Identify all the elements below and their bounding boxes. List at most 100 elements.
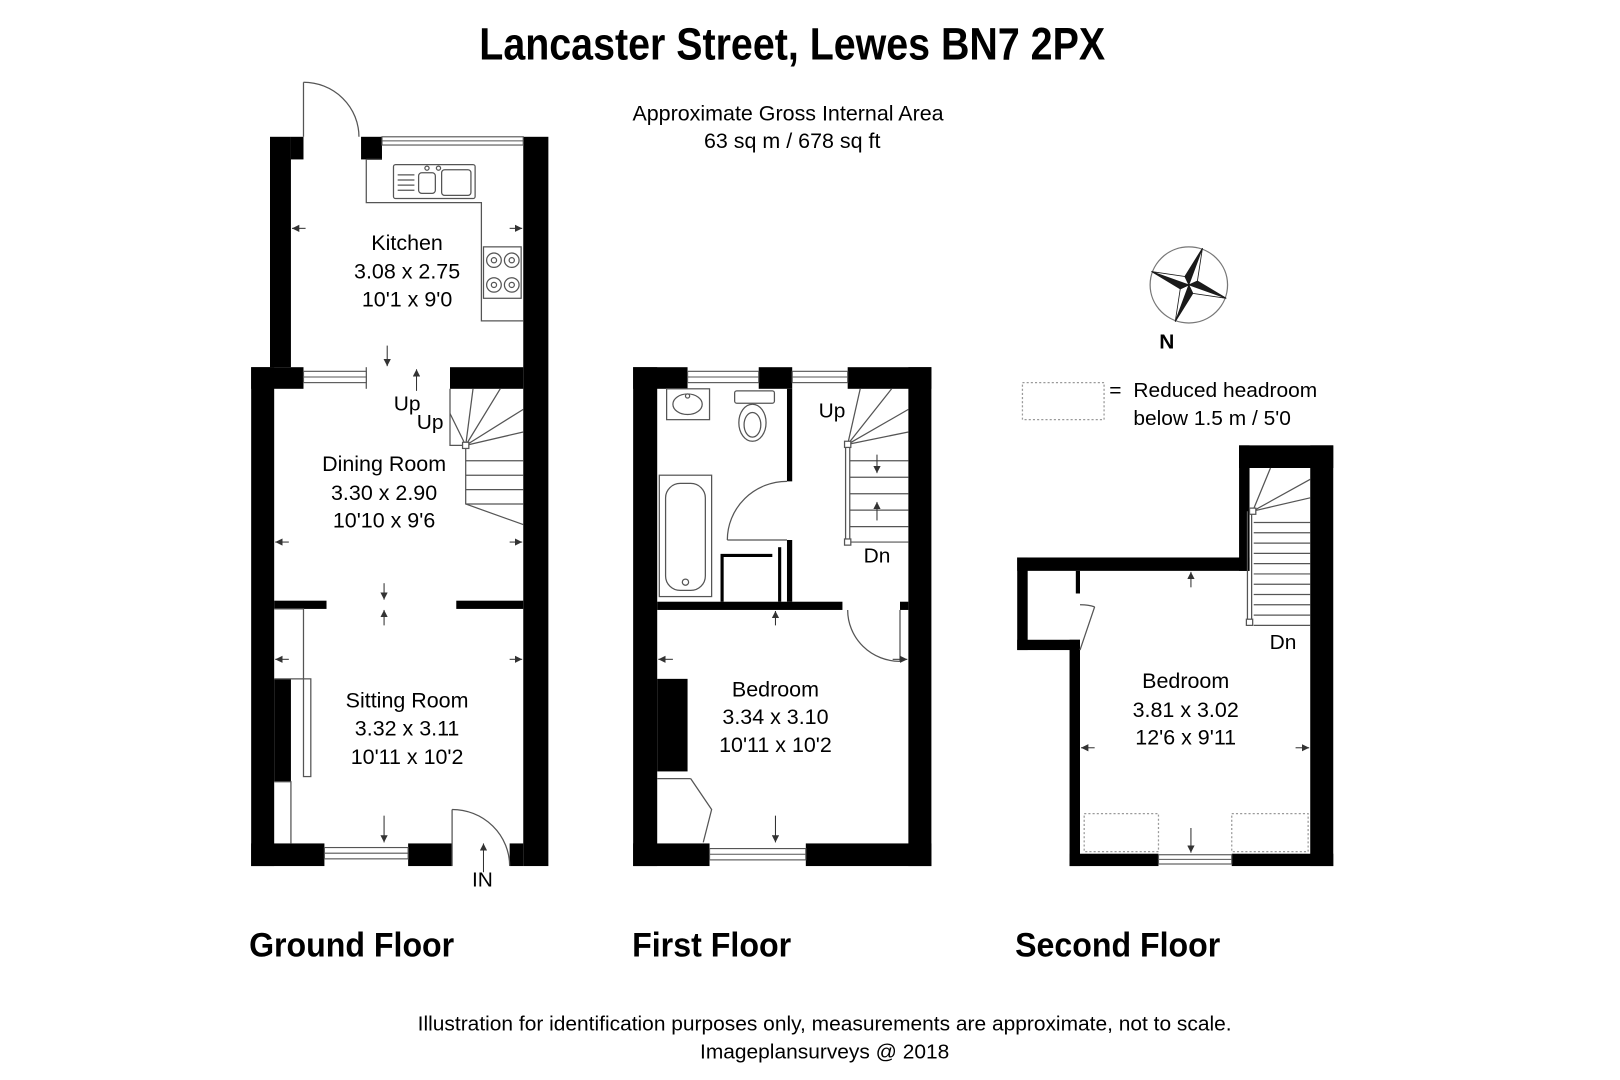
wall <box>251 367 304 389</box>
bath <box>658 474 713 598</box>
dining-room-imperial: 10'10 x 9'6 <box>333 509 435 533</box>
sitting-room-metric: 3.32 x 3.11 <box>355 717 460 741</box>
reduced-headroom-area <box>1083 812 1160 853</box>
kitchen-name: Kitchen <box>371 231 443 255</box>
wall <box>450 367 524 389</box>
stair-label-down: Dn <box>1270 631 1297 654</box>
wall <box>633 367 658 867</box>
dimension-arrows <box>1081 571 1310 853</box>
wall <box>509 843 524 867</box>
wall <box>1231 853 1334 867</box>
wall <box>1075 570 1080 594</box>
sitting-room-name: Sitting Room <box>346 689 469 713</box>
newel-post <box>843 538 852 546</box>
hob <box>482 246 522 299</box>
wall <box>633 843 710 867</box>
wardrobe <box>657 778 713 843</box>
legend-line1: Reduced headroom <box>1133 379 1317 402</box>
wall <box>805 843 932 867</box>
wash-basin <box>666 388 711 421</box>
newel-post <box>1248 507 1257 515</box>
back-door <box>302 81 360 137</box>
wall <box>900 601 909 610</box>
legend: = Reduced headroom below 1.5 m / 5'0 <box>1021 379 1317 430</box>
window <box>686 370 760 384</box>
chimney-breast <box>657 678 688 772</box>
newel-post <box>1245 618 1254 626</box>
newel-post <box>461 441 470 450</box>
sitting-room-alcove <box>274 608 312 844</box>
gross-area-value: 63 sq m / 678 sq ft <box>704 129 881 153</box>
sink <box>392 163 476 200</box>
reduced-headroom-area <box>1231 812 1309 853</box>
gross-area-label: Approximate Gross Internal Area <box>632 102 943 126</box>
kitchen-worktop <box>365 158 524 322</box>
bedroom-imperial: 12'6 x 9'11 <box>1135 726 1236 750</box>
wall <box>1239 445 1250 571</box>
stair-label-up: Up <box>394 393 421 416</box>
kitchen-imperial: 10'1 x 9'0 <box>362 288 452 312</box>
wall <box>456 600 524 609</box>
wall <box>786 388 793 482</box>
wall <box>1069 639 1080 867</box>
dining-room-metric: 3.30 x 2.90 <box>331 481 437 505</box>
sitting-room-imperial: 10'11 x 10'2 <box>351 745 464 769</box>
dimension-arrows <box>658 610 908 843</box>
bedroom-imperial: 10'11 x 10'2 <box>719 733 832 757</box>
airing-cupboard <box>720 547 782 602</box>
wall <box>290 136 304 160</box>
compass-north-label: N <box>1159 331 1174 354</box>
bedroom-metric: 3.81 x 3.02 <box>1133 698 1239 722</box>
window <box>708 848 807 861</box>
chimney-breast <box>274 678 291 782</box>
second-floor-plan: Dn Bedroom 3.81 x 3.02 12'6 x 9'11 Secon… <box>1015 445 1334 965</box>
kitchen-metric: 3.08 x 2.75 <box>354 260 460 284</box>
staircase <box>449 388 524 526</box>
staircase <box>843 388 909 546</box>
toilet <box>734 390 776 442</box>
wall <box>408 843 453 867</box>
wall <box>1017 639 1080 651</box>
ground-floor-label: Ground Floor <box>249 927 454 965</box>
wall <box>251 367 275 867</box>
wall <box>1310 445 1334 867</box>
stair-label-up: Up <box>417 411 444 434</box>
credit: Imageplansurveys @ 2018 <box>700 1041 949 1064</box>
window <box>1157 854 1233 865</box>
wall <box>1069 853 1159 867</box>
wall <box>1017 557 1250 571</box>
window <box>381 136 524 146</box>
wall <box>270 136 291 368</box>
walls <box>1017 445 1334 867</box>
first-floor-label: First Floor <box>632 927 791 965</box>
dimension-arrows <box>275 224 523 843</box>
wall <box>251 843 325 867</box>
window <box>791 370 849 384</box>
stair-label-down: Dn <box>864 545 891 568</box>
wall <box>274 600 327 609</box>
walls <box>633 367 932 867</box>
legend-line2: below 1.5 m / 5'0 <box>1133 407 1291 430</box>
first-floor-plan: Up Dn Bedroom 3.34 x 3.10 10'11 x 10'2 F… <box>632 367 932 965</box>
bedroom-name: Bedroom <box>732 678 819 702</box>
wall <box>523 136 549 867</box>
legend-symbol: = <box>1109 379 1121 402</box>
wall <box>786 540 793 602</box>
wall <box>1239 445 1334 468</box>
wall <box>633 367 688 389</box>
wall <box>847 367 932 389</box>
page-title: Lancaster Street, Lewes BN7 2PX <box>479 19 1105 70</box>
reduced-headroom-swatch <box>1021 382 1105 421</box>
bathroom-door <box>726 480 787 541</box>
newel-post <box>843 440 852 449</box>
wall <box>908 367 932 867</box>
wall <box>361 136 382 160</box>
dining-room-name: Dining Room <box>322 452 446 476</box>
wall <box>657 601 843 610</box>
ground-floor-plan: IN Up Up Kitchen 3.08 x 2.75 10'1 x 9'0 … <box>249 81 549 965</box>
wall <box>1017 557 1028 651</box>
window <box>323 846 409 860</box>
cupboard-door <box>1079 604 1096 651</box>
bedroom-metric: 3.34 x 3.10 <box>722 705 828 729</box>
